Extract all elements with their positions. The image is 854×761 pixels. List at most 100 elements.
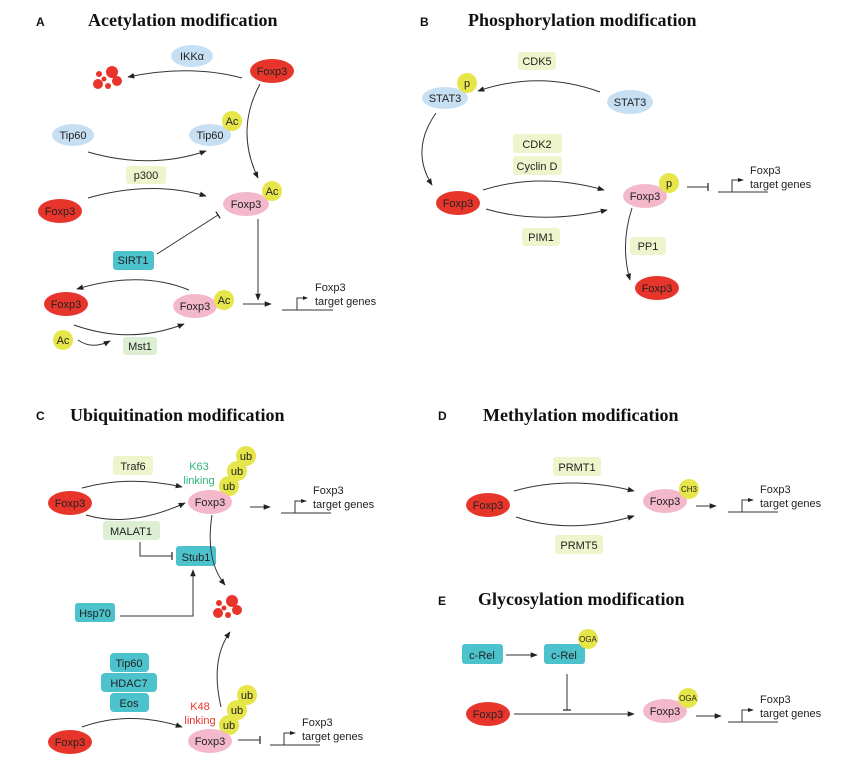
oga-label: OGA [679,694,697,703]
ub-badge [227,461,247,481]
promoter-arrow-icon [748,708,754,712]
arrow-deacetylation [76,279,190,291]
ub-badge [237,685,257,705]
mst1-box [123,337,157,355]
foxp3-oga-node [643,699,687,723]
ub-label: ub [231,466,243,478]
ch3-label: CH3 [681,485,698,494]
ac-label: Ac [226,116,239,128]
foxp3-label: Foxp3 [257,66,288,78]
gene-label-line1: Foxp3 [760,484,791,496]
oga-badge [578,629,598,649]
promoter-arrow-icon [303,296,308,300]
p300-label: p300 [134,170,158,182]
ub-badge [219,476,239,496]
stub1-box [176,546,216,566]
ac-label: Ac [57,335,70,347]
foxp3-label: Foxp3 [51,299,82,311]
gene-label-line2: target genes [760,498,822,510]
foxp3-label: Foxp3 [642,283,673,295]
foxp3-node [38,199,82,223]
ub-label: ub [240,451,252,463]
k63-label-line1: K63 [189,461,209,473]
sirt1-box [113,251,154,270]
arrow-cdk5 [477,80,601,93]
gene-label-line2: target genes [313,499,375,511]
prmt5-label: PRMT5 [560,540,597,552]
arrow-foxp3-to-ac [246,83,261,179]
ac-label: Ac [266,186,279,198]
malat1-label: MALAT1 [110,526,152,538]
foxp3-ac-node [223,192,269,216]
tip60-ac-node [189,124,231,146]
tip60-box [110,653,149,672]
promoter-arrow-icon [290,731,296,735]
stat3-node [607,90,653,114]
traf6-box [113,456,153,475]
foxp3-ac-node [173,294,217,318]
p-badge [659,173,679,193]
foxp3-node [48,730,92,754]
crel-oga-label: c-Rel [551,650,577,662]
foxp3-label: Foxp3 [45,206,76,218]
cdk5-label: CDK5 [522,56,551,68]
foxp3-node [44,292,88,316]
arrow-degradation [127,70,243,79]
foxp3-node [466,702,510,726]
promoter-arrow-icon [748,498,754,502]
stub1-label: Stub1 [182,552,211,564]
p-label: p [666,178,672,190]
stat3-p-label: STAT3 [429,93,462,105]
cdk5-box [518,52,556,70]
crel-label: c-Rel [469,650,495,662]
oga-label: OGA [579,635,597,644]
foxp3-p-label: Foxp3 [630,191,661,203]
arrow-k63 [85,502,186,520]
arrow-hsp70 [120,569,196,617]
ub-badge [219,715,239,735]
foxp3-node [436,191,480,215]
arrow-pp1 [624,207,633,281]
foxp3-me-label: Foxp3 [650,496,681,508]
p-label: p [464,78,470,90]
panel-b: B Phosphorylation modification CDK5 STAT… [420,10,812,300]
arrow-stat3-to-foxp3 [421,112,437,186]
pim1-box [522,228,560,246]
arrow-tip60 [87,150,207,162]
foxp3-label: Foxp3 [473,500,504,512]
arrow-prmt1 [513,482,635,493]
foxp3-ub-label: Foxp3 [195,736,226,748]
ub-label: ub [231,705,243,717]
eos-label: Eos [120,698,139,710]
k63-label-line2: linking [183,475,214,487]
prmt1-box [553,457,601,476]
panel-e: E Glycosylation modification c-Rel c-Rel… [438,589,822,726]
arrow-k48 [81,718,183,728]
gene-label-line2: target genes [760,708,822,720]
eos-box [110,693,149,712]
pim1-label: PIM1 [528,232,554,244]
arrow-p300 [87,188,207,199]
k48-label-line1: K48 [190,701,210,713]
tip60-label: Tip60 [115,658,142,670]
promoter-arrow-icon [738,178,744,182]
panel-d: D Methylation modification PRMT1 Foxp3 P… [438,405,822,554]
crel-oga-box [544,644,585,664]
prmt5-box [555,535,603,554]
ac-badge [222,111,242,131]
panel-a: A Acetylation modification IKKα Foxp3 Ti… [36,10,377,355]
hsp70-box [75,603,115,622]
prmt1-label: PRMT1 [558,462,595,474]
panel-title-d: Methylation modification [483,405,679,425]
arrow-ac [77,339,111,347]
foxp3-label: Foxp3 [473,709,504,721]
ch3-badge [679,479,699,499]
arrow-k48-degradation [216,631,231,708]
promoter-arrow-icon [301,499,307,503]
panel-letter-d: D [438,409,447,423]
pp1-box [630,237,666,255]
cdk2-label: CDK2 [522,139,551,151]
foxp3-label: Foxp3 [55,737,86,749]
k48-label-line2: linking [184,715,215,727]
